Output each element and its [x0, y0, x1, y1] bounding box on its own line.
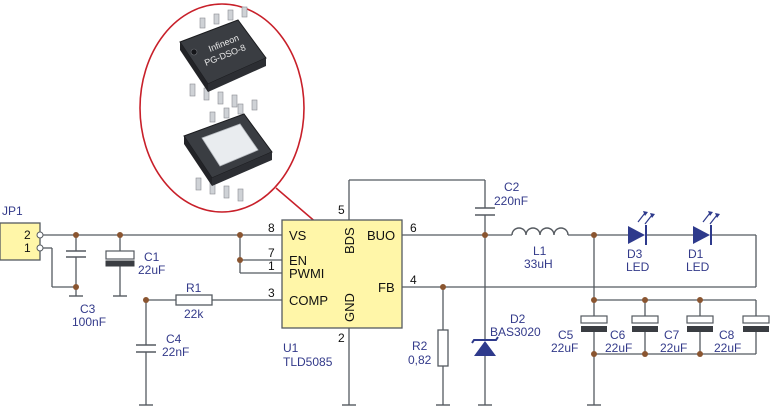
c4-value: 22nF [162, 345, 189, 359]
d1-ref: D1 [688, 247, 704, 261]
u1-pin-comp-label: COMP [289, 293, 328, 308]
c7-ref: C7 [664, 328, 680, 342]
c8-ref: C8 [719, 328, 735, 342]
u1-pin-gnd-label: GND [342, 293, 357, 322]
c8-value: 22uF [714, 341, 741, 355]
jp1-pin2-label: 2 [24, 228, 31, 242]
u1-pin-en-label: EN [289, 253, 307, 268]
u1-pin-bds-label: BDS [342, 227, 357, 254]
capacitor-c6: C6 22uF [605, 315, 659, 355]
c5-value: 22uF [551, 341, 578, 355]
d1-value: LED [686, 260, 710, 274]
c1-ref: C1 [144, 250, 160, 264]
capacitor-c4: C4 22nF [136, 332, 189, 359]
d3-ref: D3 [627, 247, 643, 261]
l1-value: 33uH [524, 257, 553, 271]
c2-ref: C2 [504, 180, 520, 194]
u1-pin1-number: 1 [268, 259, 275, 273]
u1-pin3-number: 3 [268, 286, 275, 300]
u1-ic: VS EN PWMI COMP BUO FB BDS GND 8 7 1 3 5… [268, 203, 417, 369]
u1-pin-pwmi-label: PWMI [289, 266, 324, 281]
r1-ref: R1 [186, 281, 202, 295]
chip-bottom-view [183, 99, 273, 202]
resistor-r2: R2 0,82 [408, 329, 449, 367]
u1-pin2-number: 2 [338, 331, 345, 345]
capacitor-c8: C8 22uF [714, 315, 770, 355]
package-callout: Infineon PG-DSO-8 [139, 3, 319, 225]
c6-value: 22uF [605, 341, 632, 355]
u1-pin4-number: 4 [410, 273, 417, 287]
u1-part-number: TLD5085 [283, 355, 333, 369]
r2-value: 0,82 [408, 353, 432, 367]
c5-ref: C5 [558, 328, 574, 342]
u1-pin5-number: 5 [338, 203, 345, 217]
capacitor-c3: C3 100nF [66, 250, 106, 329]
l1-ref: L1 [533, 244, 547, 258]
u1-pin-vs-label: VS [289, 228, 307, 243]
c3-value: 100nF [72, 315, 106, 329]
d3-value: LED [626, 260, 650, 274]
junction-dots [73, 232, 703, 357]
d2-ref: D2 [510, 312, 526, 326]
u1-pin-fb-label: FB [378, 280, 395, 295]
c2-value: 220nF [494, 194, 528, 208]
ground-symbols [69, 295, 601, 406]
inductor-l1: L1 33uH [511, 227, 569, 271]
diode-d2: D2 BAS3020 [471, 312, 541, 356]
capacitor-c5: C5 22uF [551, 315, 608, 355]
led-d1: D1 LED [686, 211, 720, 274]
u1-ref: U1 [283, 341, 299, 355]
capacitor-c7: C7 22uF [660, 315, 714, 355]
d2-value: BAS3020 [490, 325, 541, 339]
u1-pin8-number: 8 [268, 221, 275, 235]
jp1-connector: JP1 2 1 [0, 204, 44, 261]
r1-value: 22k [184, 307, 204, 321]
c7-value: 22uF [660, 341, 687, 355]
u1-pin7-number: 7 [268, 246, 275, 260]
u1-pin6-number: 6 [410, 221, 417, 235]
c1-value: 22uF [138, 263, 165, 277]
jp1-pin1-label: 1 [24, 241, 31, 255]
led-d3: D3 LED [626, 211, 655, 274]
resistor-r1: R1 22k [175, 281, 213, 321]
c4-ref: C4 [166, 332, 182, 346]
jp1-ref: JP1 [2, 204, 23, 218]
c6-ref: C6 [610, 328, 626, 342]
chip-top-view: Infineon PG-DSO-8 [179, 6, 267, 108]
capacitor-c1: C1 22uF [105, 250, 165, 277]
c3-ref: C3 [80, 302, 96, 316]
capacitor-c2: C2 220nF [475, 180, 528, 216]
r2-ref: R2 [412, 339, 428, 353]
u1-pin-buo-label: BUO [367, 228, 395, 243]
